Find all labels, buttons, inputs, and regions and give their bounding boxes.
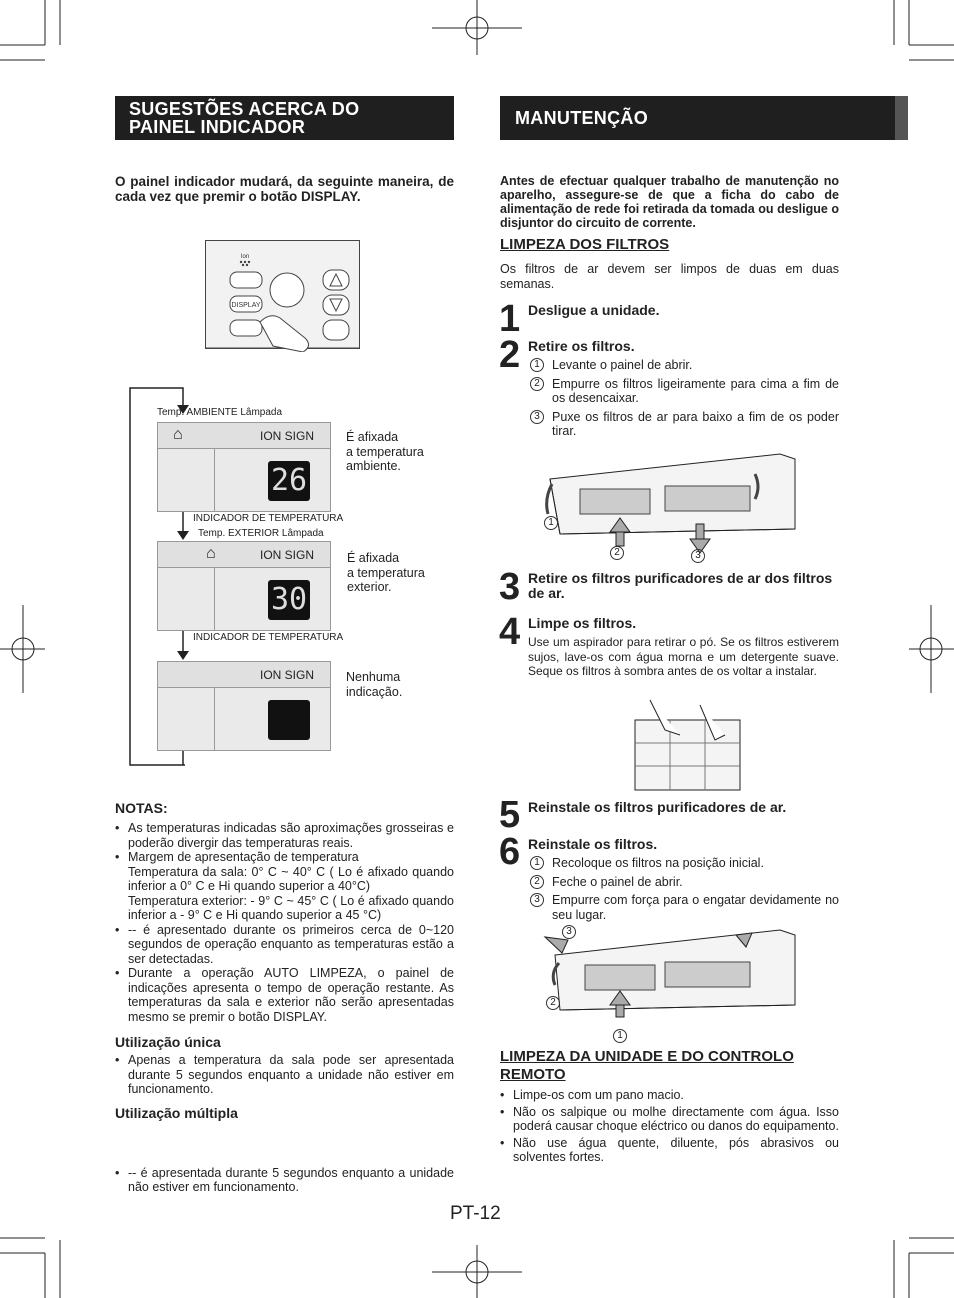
step-title: Reinstale os filtros. — [528, 836, 658, 852]
ion-sign-label: ION SIGN — [260, 429, 315, 443]
unit-item: Não use água quente, diluente, pós abras… — [500, 1136, 839, 1165]
step-number: 5 — [499, 794, 521, 836]
lcd-blank — [268, 700, 310, 740]
indicator-panel-exterior: ⌂ ION SIGN 30 — [157, 541, 331, 631]
note-item: -- é apresentado durante os primeiros ce… — [115, 923, 454, 967]
step-number: 3 — [499, 566, 521, 608]
callout-3: 3 — [562, 925, 576, 939]
desc-ambient: É afixada a temperatura ambiente. — [346, 430, 424, 473]
label-exterior-lamp: Temp. EXTERIOR Lâmpada — [198, 528, 324, 539]
unit-item: Não os salpique ou molhe directamente co… — [500, 1105, 839, 1134]
filter-cleaning-illustration — [634, 699, 741, 791]
indicator-panel-off: ION SIGN — [157, 661, 331, 751]
notes-title: NOTAS: — [115, 800, 168, 816]
unit-cleaning-title: LIMPEZA DA UNIDADE E DO CONTROLO REMOTO — [500, 1048, 794, 1083]
lcd-value-exterior: 30 — [268, 580, 310, 620]
header-edge — [895, 96, 908, 140]
step-4-text: Use um aspirador para retirar o pó. Se o… — [528, 635, 839, 678]
filters-title: LIMPEZA DOS FILTROS — [500, 236, 670, 253]
multi-use-title: Utilização múltipla — [115, 1105, 238, 1121]
step-title: Desligue a unidade. — [528, 302, 660, 318]
step-title: Reinstale os filtros purificadores de ar… — [528, 799, 787, 815]
remote-illustration: Ion DISPLAY — [205, 240, 360, 353]
ion-sign-label: ION SIGN — [260, 668, 315, 682]
intro-text: O painel indicador mudará, da seguinte m… — [115, 174, 454, 204]
callout-1: 1 — [544, 516, 558, 530]
note-item: As temperaturas indicadas são aproximaçõ… — [115, 821, 454, 850]
indicator-panel-ambient: ⌂ ION SIGN 26 — [157, 422, 331, 512]
callout-2: 2 — [610, 546, 624, 560]
single-use-text: Apenas a temperatura da sala pode ser ap… — [115, 1053, 454, 1097]
label-ambient-lamp: Temp. AMBIENTE Lâmpada — [157, 407, 283, 418]
callout-3: 3 — [691, 549, 705, 563]
step-title: Retire os filtros purificadores de ar do… — [528, 570, 833, 601]
desc-off: Nenhuma indicação. — [346, 670, 403, 699]
step-number: 2 — [499, 334, 521, 376]
callout-1: 1 — [613, 1029, 627, 1043]
callout-2: 2 — [546, 996, 560, 1010]
step-title: Limpe os filtros. — [528, 615, 637, 631]
multi-use-text: -- é apresentada durante 5 segundos enqu… — [115, 1166, 454, 1195]
ac-unit-close-illustration — [543, 929, 796, 1018]
unit-item: Limpe-os com um pano macio. — [500, 1088, 839, 1103]
label-temp-indicator-1: INDICADOR DE TEMPERATURA — [193, 513, 344, 524]
label-temp-indicator-2: INDICADOR DE TEMPERATURA — [193, 632, 344, 643]
step-title: Retire os filtros. — [528, 338, 635, 354]
lcd-value-ambient: 26 — [268, 461, 310, 501]
section-header-panel: SUGESTÕES ACERCA DO PAINEL INDICADOR — [115, 96, 454, 140]
step-number: 4 — [499, 611, 521, 653]
step-number: 1 — [499, 298, 521, 340]
desc-exterior: É afixada a temperatura exterior. — [347, 551, 425, 594]
page-number: PT-12 — [450, 1203, 501, 1224]
note-item: Margem de apresentação de temperatura Te… — [115, 850, 454, 923]
display-button-label: DISPLAY — [231, 302, 260, 309]
single-use-title: Utilização única — [115, 1034, 221, 1050]
ac-unit-open-illustration — [545, 453, 796, 554]
note-item: Durante a operação AUTO LIMPEZA, o paine… — [115, 966, 454, 1024]
warning-text: Antes de efectuar qualquer trabalho de m… — [500, 174, 839, 230]
notes-list: As temperaturas indicadas são aproximaçõ… — [115, 821, 454, 1024]
ion-sign-label: ION SIGN — [260, 548, 315, 562]
unit-cleaning-list: Limpe-os com um pano macio. Não os salpi… — [500, 1088, 839, 1165]
section-header-maintenance: MANUTENÇÃO — [500, 96, 908, 140]
home-icon: ⌂ — [173, 426, 183, 443]
ion-label: Ion — [241, 254, 249, 260]
home-out-icon: ⌂ — [206, 545, 216, 562]
filters-intro: Os filtros de ar devem ser limpos de dua… — [500, 262, 839, 291]
step-number: 6 — [499, 831, 521, 873]
